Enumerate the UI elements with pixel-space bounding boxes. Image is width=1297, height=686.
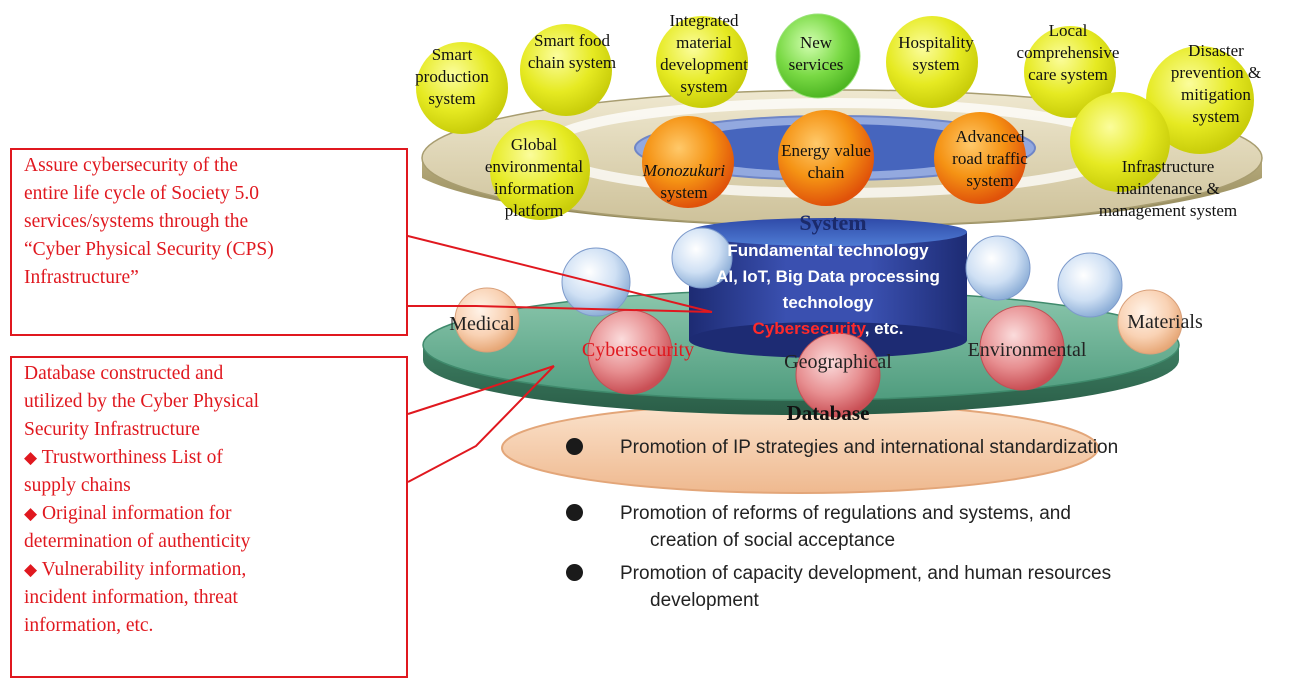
database-materials-label: Materials	[1127, 311, 1203, 333]
callout-db-item-cont: supply chains	[24, 475, 131, 496]
node-label-line: Smart	[432, 45, 473, 64]
node-label-line: information	[494, 179, 575, 198]
node-label-line: production	[415, 67, 489, 86]
bullet-dot-icon	[566, 438, 583, 455]
callout-cps-line: services/systems through the	[24, 211, 249, 232]
integrated-material-development-system-label: Integrated material development system	[660, 11, 748, 96]
database-callout: Database constructed and utilized by the…	[10, 356, 408, 678]
database-environmental-label: Environmental	[968, 339, 1087, 361]
database-labels: Medical Cybersecurity Geographical Envir…	[449, 311, 1203, 373]
node-label-line: Global	[511, 135, 558, 154]
node-label-line: system	[660, 183, 707, 202]
callout-db-item-cont: incident information, threat	[24, 587, 238, 608]
callout-db-item-cont: determination of authenticity	[24, 531, 251, 552]
fundamental-line-2: AI, IoT, Big Data processing	[716, 267, 940, 286]
fundamental-etc-text: , etc.	[865, 319, 904, 338]
callout-db-item-text: Vulnerability information,	[41, 559, 247, 580]
policy-item-text: Promotion of reforms of regulations and …	[620, 503, 1071, 551]
node-label-line: Smart food	[534, 31, 611, 50]
cps-infrastructure-callout: Assure cybersecurity of the entire life …	[10, 148, 408, 336]
node-label-line: Advanced	[956, 127, 1025, 146]
system-node-labels: Smart production system Smart food chain sys…	[415, 11, 1261, 220]
fundamental-cyber-text: Cybersecurity	[753, 319, 867, 338]
database-spheres	[454, 227, 1183, 418]
policy-item: Promotion of capacity development, and h…	[566, 560, 1126, 614]
node-label-line: Energy value	[781, 141, 871, 160]
database-geographical-label: Geographical	[784, 351, 892, 373]
fundamental-line-4: Cybersecurity, etc.	[753, 319, 904, 338]
node-label-line: system	[966, 171, 1013, 190]
node-label-line: Hospitality	[898, 33, 974, 52]
fundamental-line-1: Fundamental technology	[727, 241, 929, 260]
callout-cps-line: “Cyber Physical Security (CPS)	[24, 239, 274, 260]
node-label-line: system	[912, 55, 959, 74]
bullet-dot-icon	[566, 504, 583, 521]
smart-food-chain-system-label: Smart food chain system	[528, 31, 616, 72]
node-label-line: comprehensive	[1017, 43, 1120, 62]
node-label-line: management system	[1099, 201, 1237, 220]
callout-cps-line: Infrastructure”	[24, 267, 139, 288]
callout-db-item-text: Original information for	[41, 503, 232, 524]
fundamental-line-3: technology	[783, 293, 874, 312]
monozukuri-system-label: Monozukuri system	[642, 161, 725, 202]
system-node-spheres	[416, 13, 1254, 220]
local-comprehensive-care-system-label: Local comprehensive care system	[1017, 21, 1120, 84]
disaster-prevention-mitigation-system-label: Disaster prevention & mitigation system	[1171, 41, 1261, 126]
node-label-line: Monozukuri	[642, 161, 725, 180]
node-label-line: chain system	[528, 53, 616, 72]
hospitality-system-label: Hospitality system	[898, 33, 974, 74]
new-services-label: New services	[789, 33, 844, 74]
policy-item: Promotion of reforms of regulations and …	[566, 500, 1126, 554]
node-label-line: development	[660, 55, 748, 74]
policy-item-text: Promotion of IP strategies and internati…	[620, 437, 1119, 458]
policy-item: Promotion of IP strategies and internati…	[566, 434, 1126, 461]
callout-db-line: Database constructed and	[24, 363, 224, 384]
node-label-line: system	[1192, 107, 1239, 126]
node-label-line: Infrastructure	[1122, 157, 1215, 176]
smart-production-system-label: Smart production system	[415, 45, 489, 108]
node-label-line: Integrated	[670, 11, 739, 30]
callout-cps-line: entire life cycle of Society 5.0	[24, 183, 259, 204]
node-label-line: care system	[1028, 65, 1108, 84]
callout-db-item: ◆ Original information for	[24, 500, 406, 528]
advanced-road-traffic-system-label: Advanced road traffic system	[952, 127, 1028, 190]
database-cybersecurity-label: Cybersecurity	[582, 339, 694, 361]
database-medical-label: Medical	[449, 313, 515, 335]
fundamental-technology-text: Fundamental technology AI, IoT, Big Data…	[716, 241, 940, 338]
node-label-line: system	[680, 77, 727, 96]
callout-db-item-cont: information, etc.	[24, 615, 154, 636]
callout-db-line: Security Infrastructure	[24, 419, 200, 440]
callout-db-item: ◆ Vulnerability information,	[24, 556, 406, 584]
global-environmental-information-platform-label: Global environmental information platform	[485, 135, 583, 220]
infrastructure-maintenance-management-system-label: Infrastructure maintenance & management sy…	[1099, 157, 1237, 220]
node-label-line: Disaster	[1188, 41, 1244, 60]
node-label-line: environmental	[485, 157, 583, 176]
energy-value-chain-label: Energy value chain	[781, 141, 871, 182]
system-layer-label: System	[799, 210, 866, 235]
node-label-line: platform	[505, 201, 564, 220]
node-label-line: chain	[808, 163, 845, 182]
node-label-line: prevention &	[1171, 63, 1261, 82]
node-label-line: road traffic	[952, 149, 1028, 168]
node-label-line: New	[800, 33, 833, 52]
callout-db-item-text: Trustworthiness List of	[41, 447, 223, 468]
node-label-line: mitigation	[1181, 85, 1251, 104]
callout-db-line: utilized by the Cyber Physical	[24, 391, 260, 412]
diamond-bullet-icon: ◆	[24, 448, 38, 468]
bullet-dot-icon	[566, 564, 583, 581]
node-label-line: material	[676, 33, 732, 52]
callout-db-item: ◆ Trustworthiness List of	[24, 444, 406, 472]
node-label-line: maintenance &	[1116, 179, 1219, 198]
policy-item-text: Promotion of capacity development, and h…	[620, 563, 1112, 611]
database-layer-label: Database	[787, 401, 870, 425]
node-label-line: system	[428, 89, 475, 108]
callout-cps-line: Assure cybersecurity of the	[24, 155, 238, 176]
diamond-bullet-icon: ◆	[24, 504, 38, 524]
diamond-bullet-icon: ◆	[24, 560, 38, 580]
node-label-line: services	[789, 55, 844, 74]
node-label-line: Local	[1049, 21, 1088, 40]
